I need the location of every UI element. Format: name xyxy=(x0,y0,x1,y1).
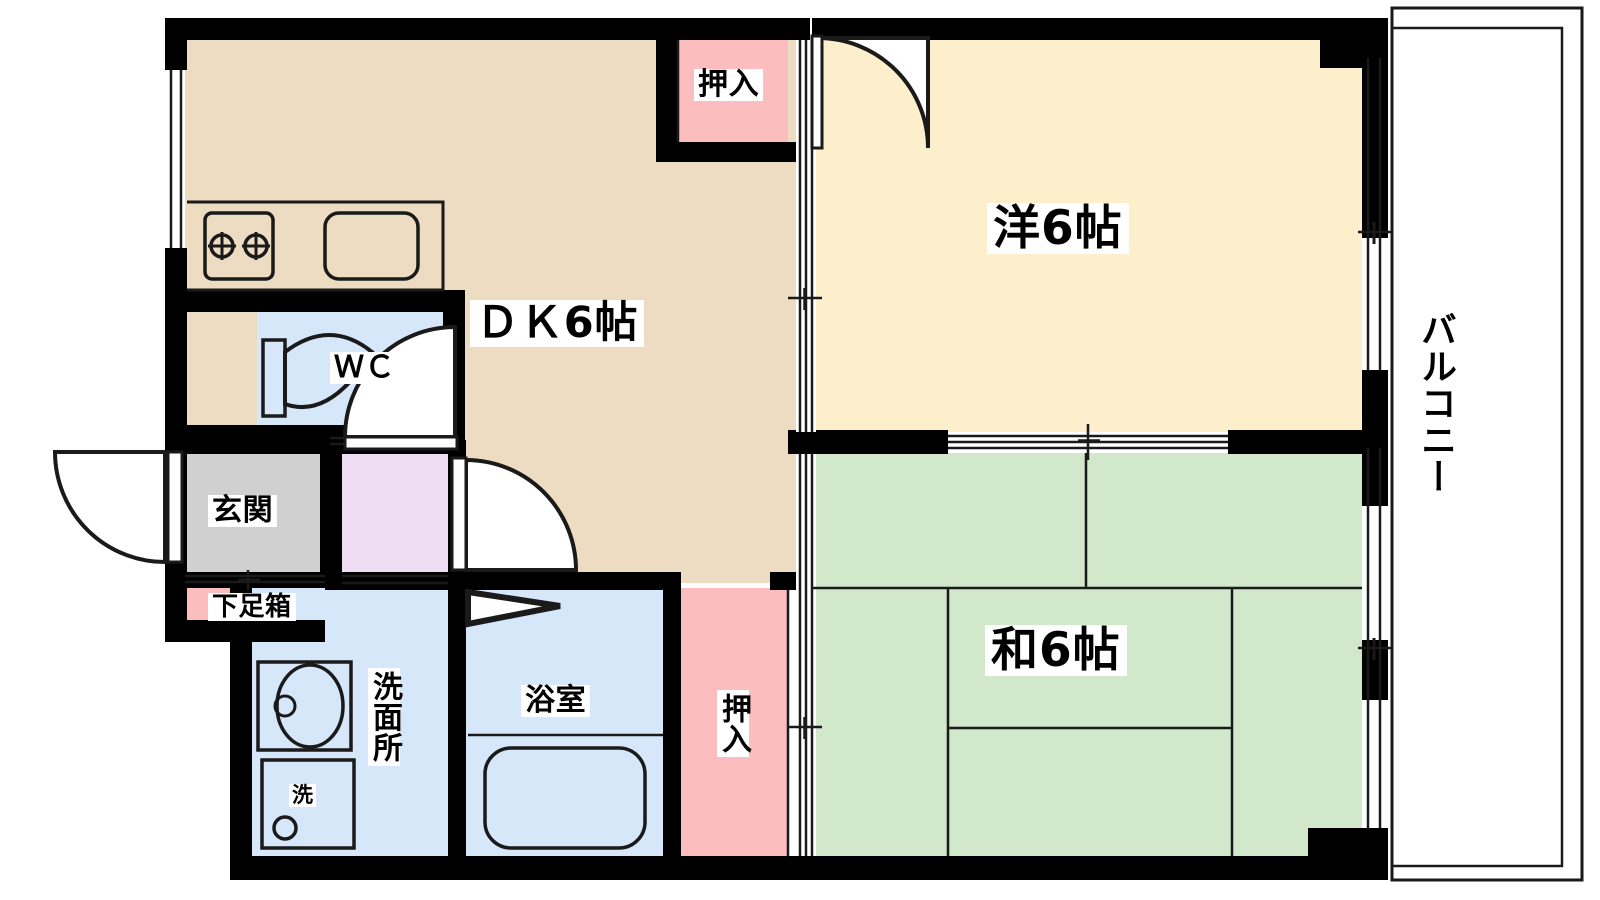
wall-top-dk xyxy=(240,18,800,40)
room-label-washroom: 洗面所 xyxy=(367,668,402,766)
room-label-japanese: 和6帖 xyxy=(985,625,1127,676)
wall-washroom-left xyxy=(230,588,252,880)
hall-floor xyxy=(340,452,450,572)
window-openings xyxy=(167,58,1392,828)
balcony-outline xyxy=(1390,6,1584,882)
room-label-dk: ＤＫ6帖 xyxy=(470,300,645,347)
washroom-opening xyxy=(342,574,448,585)
wall-bottom-japanese xyxy=(788,856,1318,880)
wall-bottom-water xyxy=(230,856,790,880)
bathtub-icon xyxy=(468,733,663,850)
wall-upper-closet-bottom xyxy=(656,142,808,162)
entrance-door xyxy=(52,450,184,565)
wall-upper-closet-left xyxy=(656,18,678,160)
wall-left-dk-lower xyxy=(165,248,187,446)
wall-between-rooms-left xyxy=(800,430,948,454)
wall-left-upper xyxy=(165,18,187,70)
wall-western-right-upper xyxy=(1362,58,1388,238)
room-label-shoebox: 下足箱 xyxy=(208,593,296,621)
western-japanese-sliding xyxy=(948,424,1228,460)
structural-walls xyxy=(165,18,1388,880)
thin-outlines xyxy=(676,40,790,856)
room-label-western: 洋6帖 xyxy=(987,203,1129,254)
tatami-mat-lines xyxy=(812,453,1362,856)
hall-to-dk-door xyxy=(450,456,579,572)
wall-hall-bottom xyxy=(325,572,665,590)
wall-between-rooms-right xyxy=(1228,430,1388,454)
wall-dk-right-stub xyxy=(788,18,810,40)
wall-kitchen-bottom xyxy=(165,290,465,312)
wall-bath-left xyxy=(448,588,466,880)
fixture-label-washer: 洗 xyxy=(289,784,317,807)
room-label-balcony: バルコニー xyxy=(1415,308,1456,498)
washing-machine-icon xyxy=(260,758,356,850)
western-door xyxy=(810,34,930,150)
wall-bath-right xyxy=(663,572,681,880)
balcony-sash-lower xyxy=(1358,448,1392,828)
wall-western-top xyxy=(812,18,1322,40)
room-label-entrance: 玄関 xyxy=(208,495,278,527)
washbasin-icon xyxy=(256,660,353,752)
fixtures xyxy=(187,200,663,850)
balcony-sash-upper xyxy=(1358,58,1392,370)
room-label-wc: ＷＣ xyxy=(330,352,400,384)
hinged-doors[interactable] xyxy=(52,34,930,572)
bath-floor xyxy=(465,588,663,856)
gas-stove-icon xyxy=(203,211,275,281)
wall-washroom-left-top xyxy=(230,620,252,640)
room-label-upper-closet: 押入 xyxy=(694,69,764,101)
bath-folding-door[interactable] xyxy=(465,588,561,628)
wall-japanese-corner xyxy=(1308,828,1388,880)
kitchen-counter xyxy=(187,200,445,292)
shoebox-opening xyxy=(185,570,325,590)
kitchen-sink-icon xyxy=(323,211,420,281)
room-label-bath: 浴室 xyxy=(521,685,591,717)
dk-japanese-sliding xyxy=(788,454,822,856)
wall-japanese-right-upper xyxy=(1362,448,1388,506)
wall-entrance-mid xyxy=(320,452,342,572)
room-label-lower-closet: 押入 xyxy=(716,690,751,758)
dk-window xyxy=(167,70,185,248)
